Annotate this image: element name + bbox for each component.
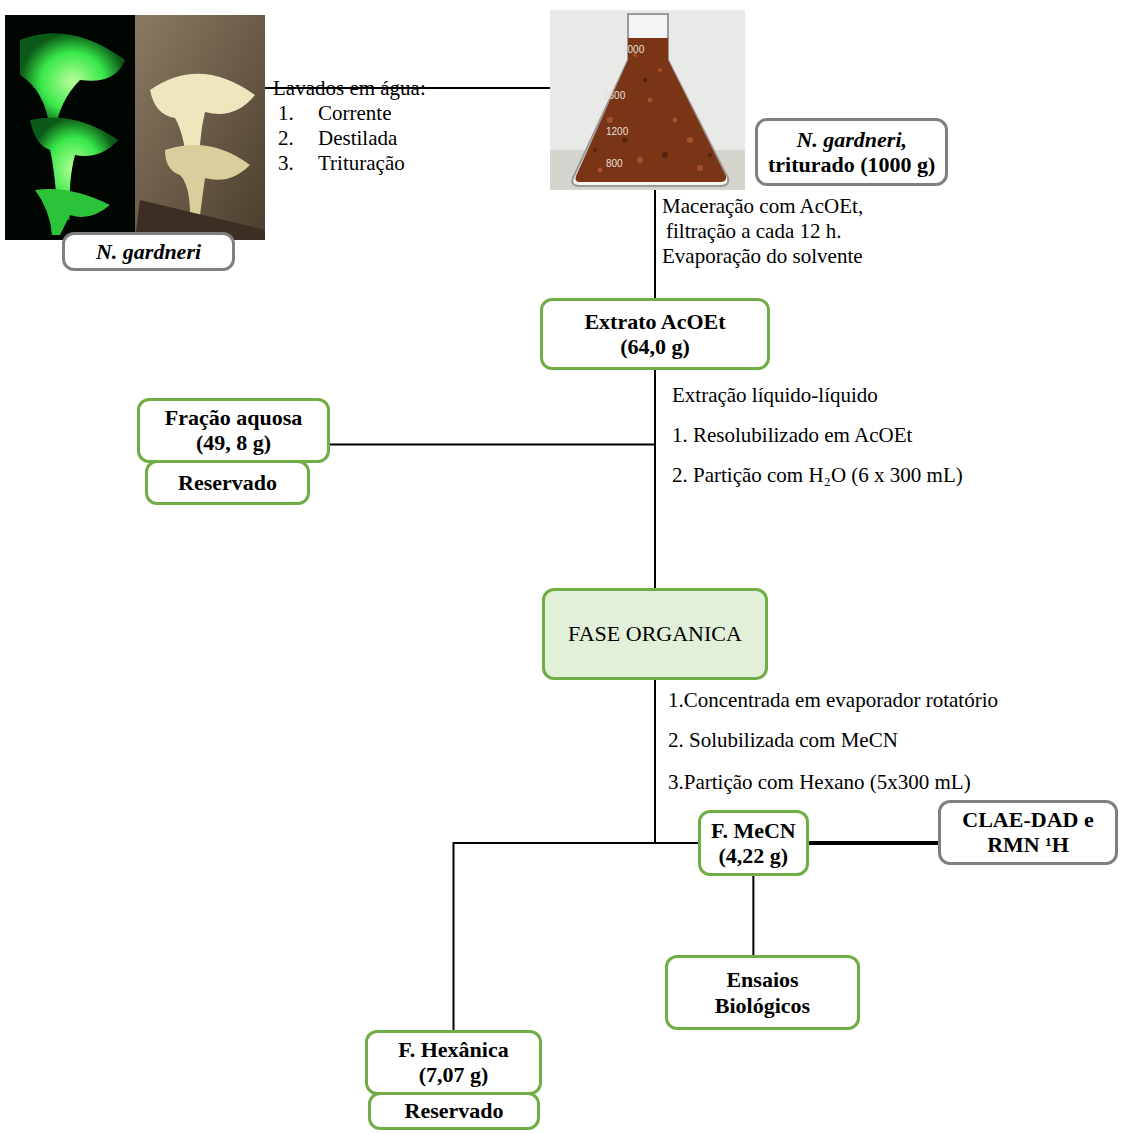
step-note: Extração líquido-líquido	[672, 383, 878, 408]
node-text: (7,07 g)	[419, 1062, 489, 1087]
connector	[809, 843, 938, 844]
scale-mark: 1600	[603, 90, 625, 102]
step-note: 2.	[278, 126, 294, 151]
connector	[454, 680, 656, 1030]
scale-mark: 1200	[606, 126, 628, 138]
step-note: Destilada	[318, 126, 397, 151]
mushroom-photo	[5, 15, 265, 240]
reserved-box: Reservado	[368, 1092, 540, 1130]
node-text: N. gardneri,	[796, 127, 907, 152]
connector-line	[809, 841, 938, 845]
step-note: 1.	[278, 101, 294, 126]
node-text: Biológicos	[715, 993, 810, 1018]
fraction-box: F. MeCN(4,22 g)	[698, 810, 809, 876]
connector-line	[454, 680, 656, 1030]
fraction-box: Fração aquosa(49, 8 g)	[137, 398, 330, 463]
step-note: Trituração	[318, 151, 405, 176]
step-note: filtração a cada 12 h.	[666, 219, 842, 244]
node-text: CLAE-DAD e	[962, 807, 1093, 832]
connector	[330, 370, 655, 445]
node-text: Reservado	[405, 1098, 504, 1123]
node-text: Fração aquosa	[165, 405, 303, 430]
step-note: 1.Concentrada em evaporador rotatório	[668, 688, 998, 713]
node-text: F. Hexânica	[398, 1037, 508, 1062]
reserved-box: Reservado	[145, 460, 310, 505]
assay-box: EnsaiosBiológicos	[665, 955, 860, 1030]
node-text: Ensaios	[726, 967, 798, 992]
step-note: Corrente	[318, 101, 391, 126]
step-note: 2. Partição com H₂O (6 x 300 mL)	[672, 463, 963, 488]
join-line	[654, 190, 656, 298]
analysis-box: CLAE-DAD eRMN ¹H	[938, 800, 1118, 865]
step-note: 3.Partição com Hexano (5x300 mL)	[668, 770, 971, 795]
step-note: Lavados em água:	[273, 76, 426, 101]
step-note: 3.	[278, 151, 294, 176]
flask-photo	[550, 10, 745, 190]
node-text: N. gardneri	[96, 239, 201, 264]
node-text: Extrato AcOEt	[584, 309, 725, 334]
scale-mark: 2000	[622, 44, 644, 56]
scale-mark: 800	[606, 158, 623, 170]
step-note: Evaporação do solvente	[662, 244, 863, 269]
node-text: RMN ¹H	[987, 832, 1069, 857]
step-note: 1. Resolubilizado em AcOEt	[672, 423, 912, 448]
fraction-box: F. Hexânica(7,07 g)	[365, 1030, 542, 1095]
node-text: (49, 8 g)	[196, 430, 271, 455]
step-note: 2. Solubilizada com MeCN	[668, 728, 898, 753]
node-text: F. MeCN	[711, 818, 796, 843]
extract-box: Extrato AcOEt(64,0 g)	[540, 298, 770, 370]
node-text: Reservado	[178, 470, 277, 495]
node-text: (4,22 g)	[719, 843, 789, 868]
node-text: (64,0 g)	[620, 334, 690, 359]
connector-line	[330, 370, 655, 445]
step-note: Maceração com AcOEt,	[662, 194, 863, 219]
connector	[753, 876, 754, 955]
phase-box: FASE ORGANICA	[542, 588, 768, 680]
species-box: N. gardneri	[62, 232, 235, 271]
connector-line	[752, 876, 754, 955]
node-text: triturado (1000 g)	[768, 152, 935, 177]
material-box: N. gardneri,triturado (1000 g)	[755, 118, 948, 186]
node-text: FASE ORGANICA	[568, 621, 742, 646]
